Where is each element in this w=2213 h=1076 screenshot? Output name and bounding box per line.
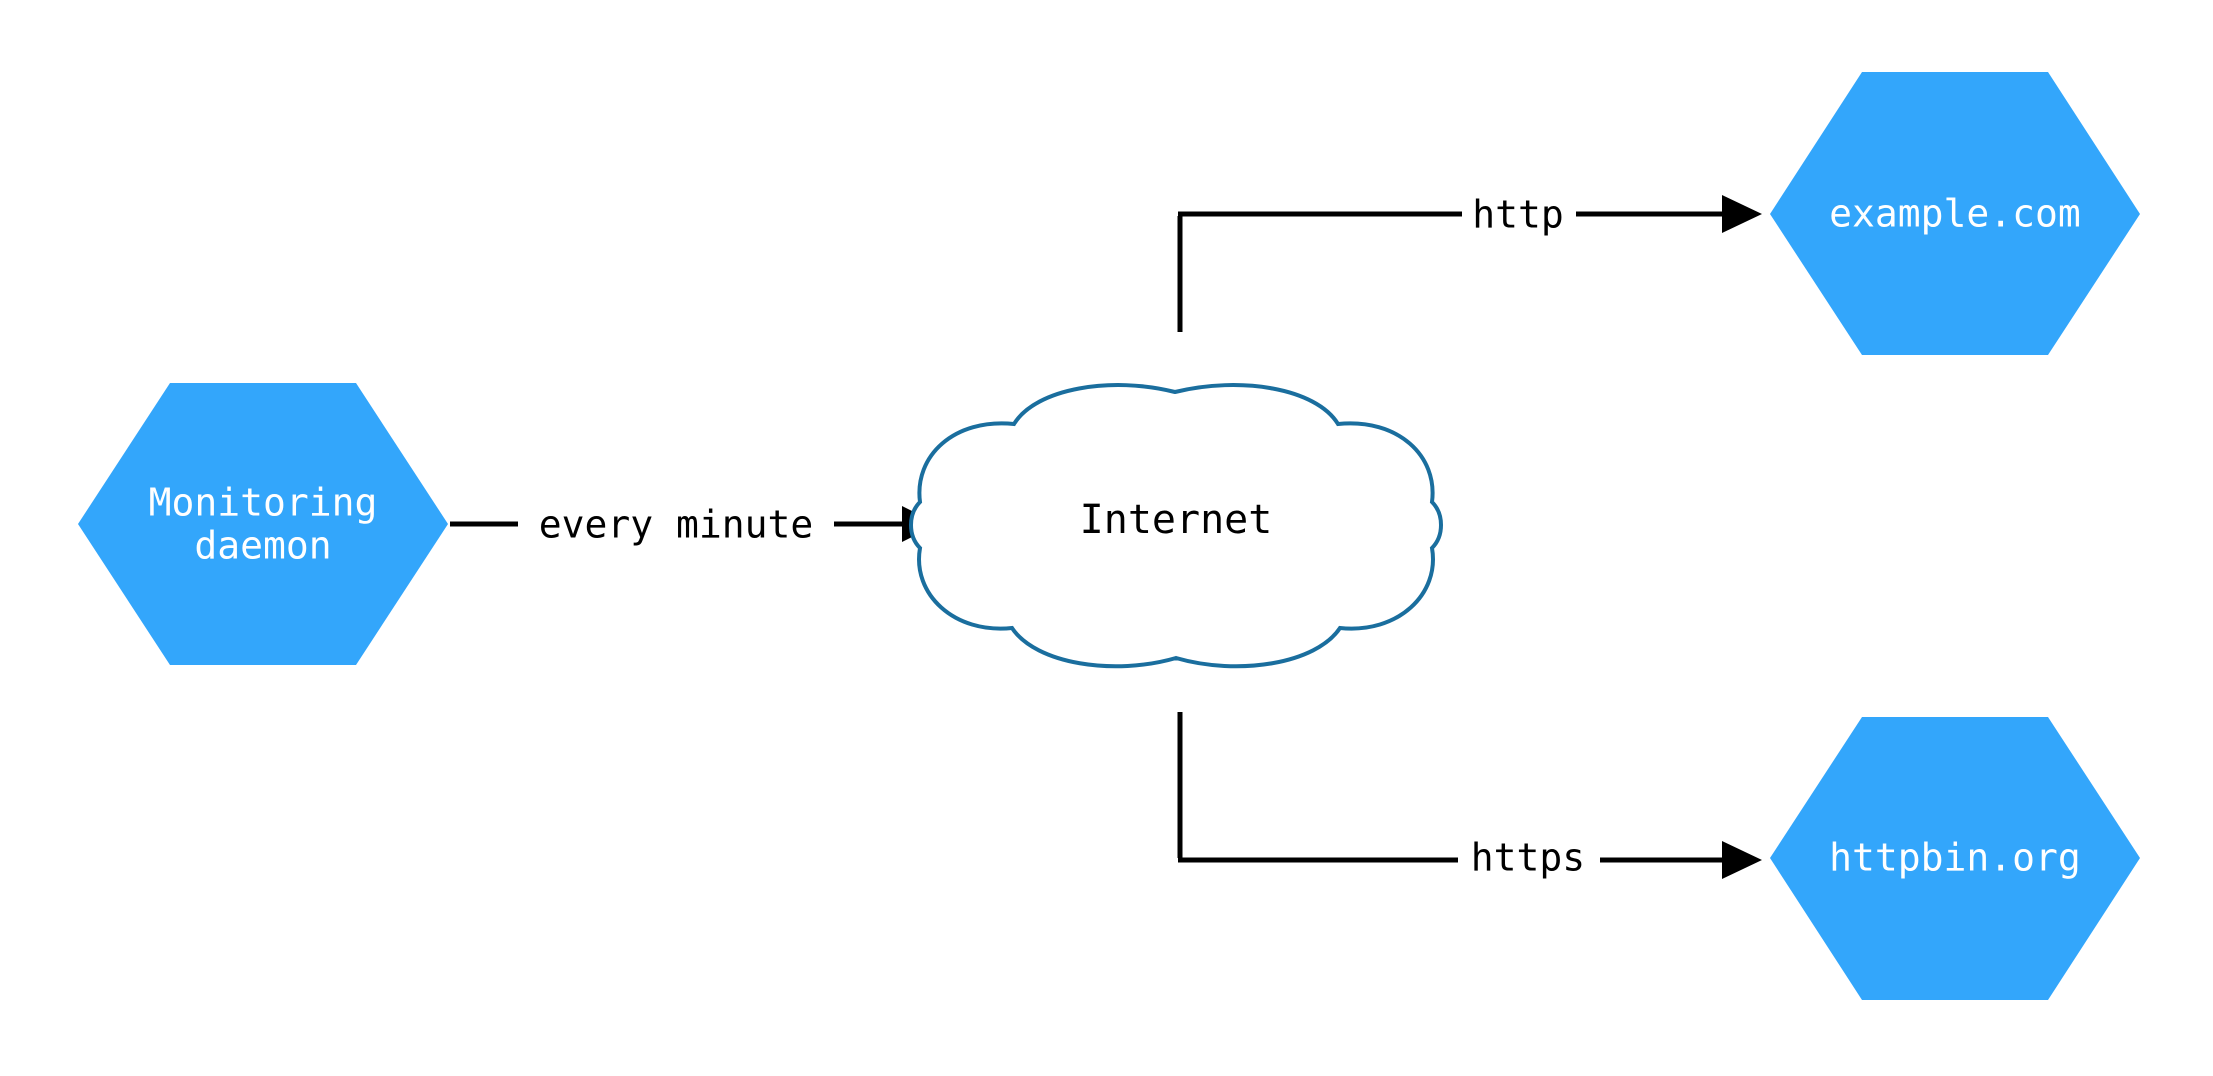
edge-internet-to-example: http — [1177, 193, 1762, 332]
node-example-com[interactable]: example.com — [1770, 72, 2140, 355]
hexagon-shape-example-com[interactable] — [1770, 72, 2140, 355]
edge-label-every-minute: every minute — [539, 503, 814, 547]
edge-label-https: https — [1471, 836, 1585, 880]
arrowhead-icon-to-httpbin — [1722, 841, 1762, 879]
edge-daemon-to-internet: every minute — [450, 503, 938, 547]
node-label-example-com: example.com — [1829, 192, 2081, 236]
node-label-httpbin-org: httpbin.org — [1829, 836, 2081, 880]
node-httpbin-org[interactable]: httpbin.org — [1770, 717, 2140, 1000]
edge-label-http: http — [1472, 193, 1564, 237]
node-monitoring-daemon[interactable]: Monitoring daemon — [78, 383, 448, 665]
edge-internet-to-httpbin: https — [1177, 712, 1762, 880]
cloud-shape-internet[interactable] — [909, 383, 1443, 669]
arrowhead-icon-to-example — [1722, 195, 1762, 233]
node-label-monitoring-daemon-line1: Monitoring — [149, 481, 378, 525]
node-label-internet: Internet — [1080, 497, 1273, 543]
hexagon-shape-monitoring-daemon[interactable] — [78, 383, 448, 665]
node-internet-cloud[interactable]: Internet — [909, 383, 1443, 669]
node-label-monitoring-daemon-line2: daemon — [194, 524, 331, 568]
hexagon-shape-httpbin-org[interactable] — [1770, 717, 2140, 1000]
